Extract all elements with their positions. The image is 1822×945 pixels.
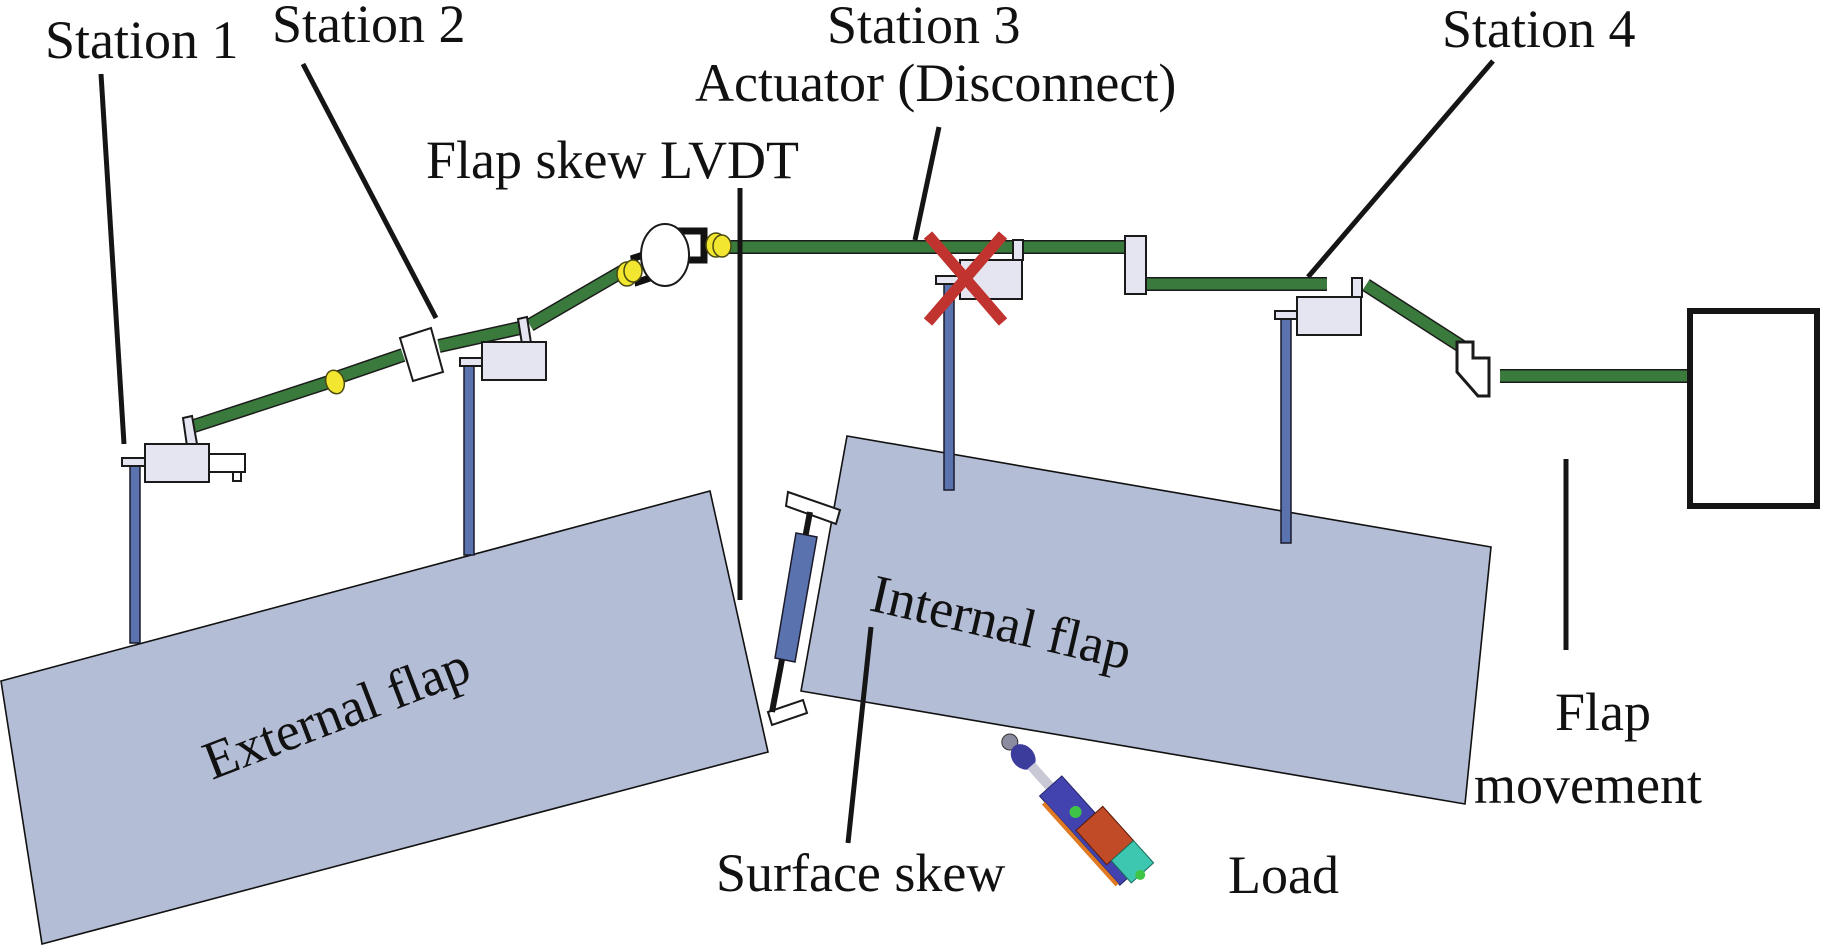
label-flap-movement-line1: Flap <box>1555 682 1651 742</box>
leader-surface-skew <box>845 626 874 844</box>
support-post-2 <box>463 364 475 556</box>
disconnect-x-icon <box>923 231 1008 326</box>
label-flap-movement-line2: movement <box>1474 755 1702 815</box>
label-station-4: Station 4 <box>1442 0 1636 59</box>
label-station-2: Station 2 <box>272 0 466 54</box>
transmission-shaft <box>191 240 1690 433</box>
leader-station-1 <box>98 73 127 445</box>
shaft-support-block <box>1124 235 1147 295</box>
label-station-1: Station 1 <box>45 10 239 70</box>
support-post-1 <box>129 465 141 644</box>
linear-actuator-icon <box>1001 733 1155 887</box>
leader-station-3 <box>912 126 942 241</box>
label-actuator-disconnect: Actuator (Disconnect) <box>695 53 1176 113</box>
internal-flap-panel <box>800 435 1492 805</box>
surface-skew-sensor <box>766 490 842 727</box>
leader-station-4 <box>1306 59 1495 279</box>
station-2-actuator <box>459 315 547 381</box>
angle-gearbox-right <box>1455 340 1491 398</box>
shaft-bearing <box>398 326 445 383</box>
support-post-4 <box>1280 312 1292 544</box>
shaft-coupling-1 <box>324 369 346 395</box>
angle-gearbox <box>616 223 732 287</box>
label-surface-skew: Surface skew <box>716 843 1005 903</box>
leader-station-2 <box>300 62 439 320</box>
support-post-3 <box>943 282 955 491</box>
label-station-3: Station 3 <box>827 0 1021 55</box>
station-4-actuator <box>1274 277 1363 336</box>
label-load: Load <box>1228 845 1339 905</box>
label-flap-skew-lvdt: Flap skew LVDT <box>426 130 799 190</box>
station-1-actuator <box>121 414 246 483</box>
power-drive-unit-box <box>1687 308 1820 509</box>
